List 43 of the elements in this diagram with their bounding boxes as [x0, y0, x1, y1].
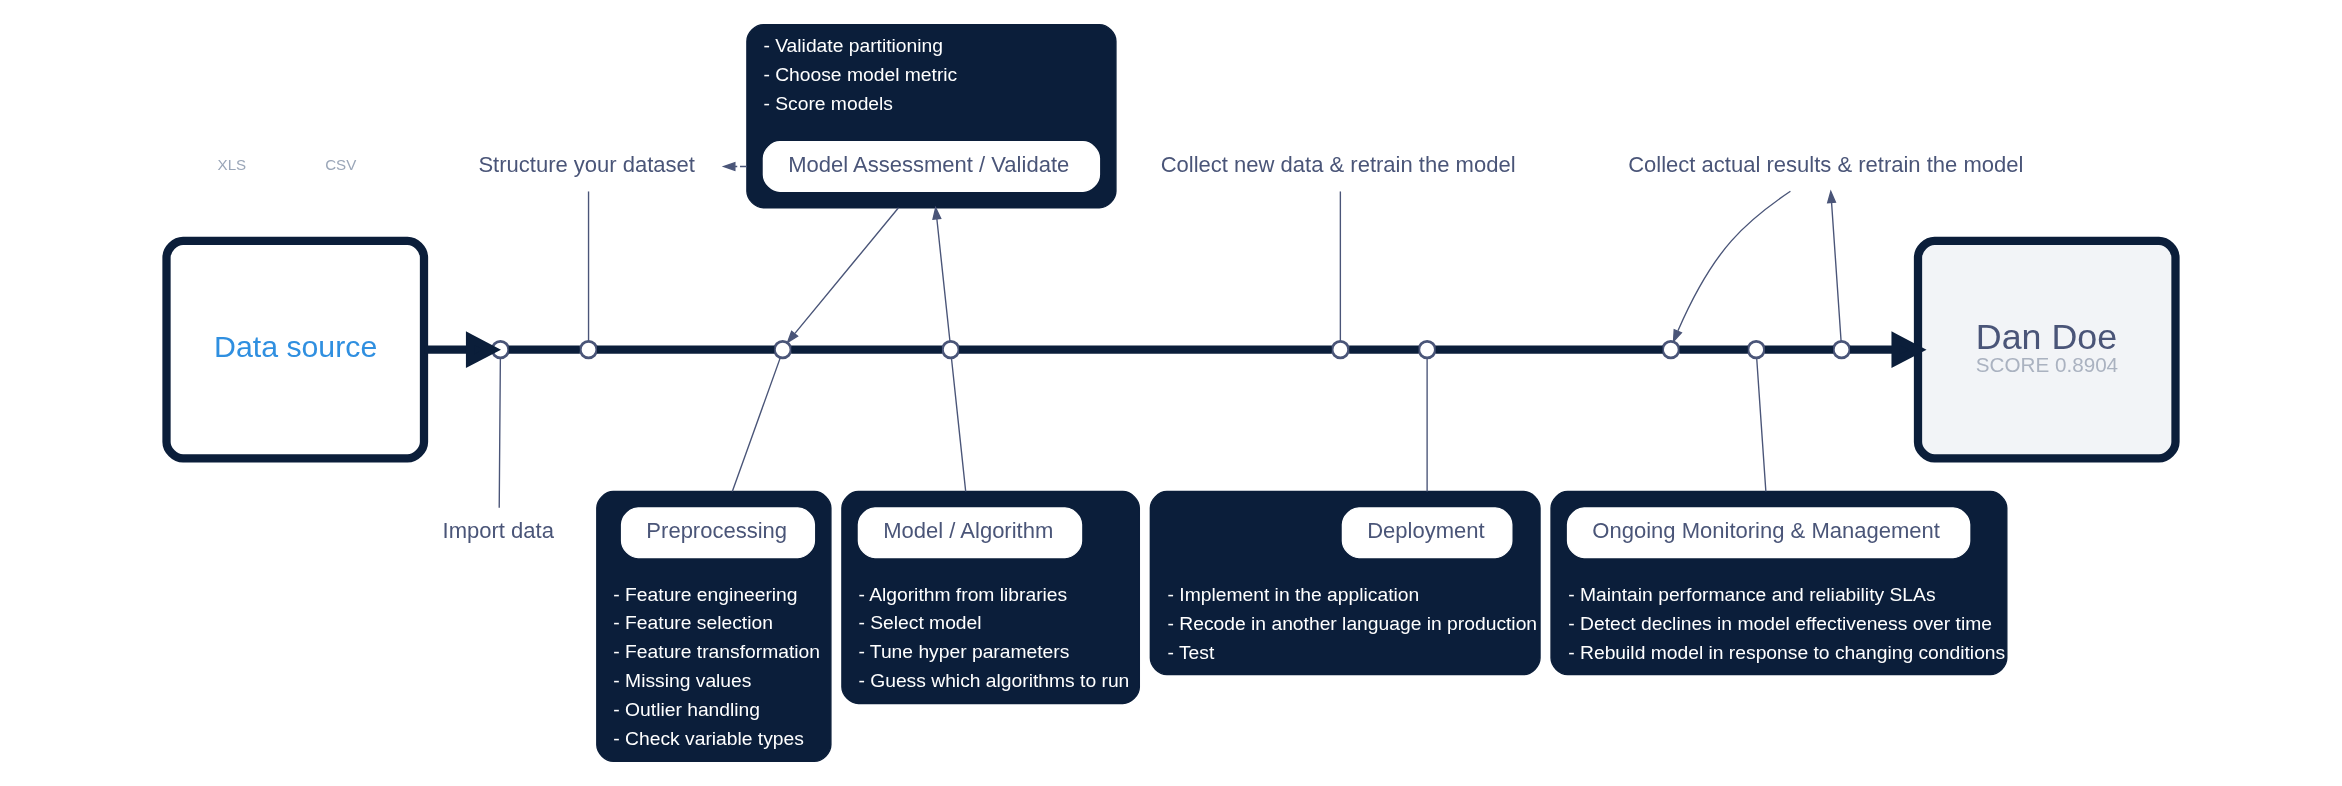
connector: [731, 357, 781, 493]
node-circle: [490, 340, 511, 360]
node-circle: [1330, 340, 1350, 360]
arrow: [1826, 189, 1842, 342]
connector: [508, 345, 580, 354]
label: CSV: [325, 156, 357, 174]
node-box: Data source: [162, 236, 429, 463]
arrow: [786, 207, 900, 344]
connector: [1349, 345, 1419, 354]
node-box: Model Assessment / Validate: [762, 141, 1101, 192]
node-box: Dan Doe SCORE 0.8904: [1913, 236, 2180, 463]
connector: [1435, 345, 1663, 354]
arrow: [1850, 331, 1927, 369]
arrow: [932, 205, 951, 342]
node-circle: [773, 340, 793, 360]
node-text: Collect actual results & retrain the model: [1628, 151, 2024, 177]
node-box: Deployment: [1341, 507, 1513, 559]
node-text: Collect new data & retrain the model: [1160, 151, 1516, 177]
node-box: Preprocessing: [620, 507, 816, 559]
arrow: [721, 161, 748, 172]
connector: [1426, 357, 1428, 493]
node-box: Model / Algorithm: [857, 507, 1083, 559]
connector: [1339, 190, 1342, 342]
node-text: Structure your dataset: [478, 151, 695, 177]
connector: [596, 345, 775, 354]
connector: [1764, 345, 1834, 354]
label: XLS: [217, 156, 247, 174]
node-circle: [578, 340, 599, 360]
connector: [1679, 345, 1748, 354]
connector: [1756, 357, 1767, 493]
connector: [791, 345, 942, 354]
connector: [959, 345, 1332, 354]
arrow: [1672, 190, 1792, 344]
connector: [498, 357, 502, 509]
node-circle: [1746, 340, 1766, 360]
node-circle: [1417, 340, 1437, 360]
node-circle: [941, 340, 961, 360]
node-text: Import data: [442, 517, 554, 543]
connector: [587, 190, 590, 342]
node-box: Ongoing Monitoring & Management: [1566, 507, 1971, 559]
node-circle: [1831, 340, 1852, 360]
connector: [950, 357, 967, 493]
node-circle: [1661, 340, 1681, 360]
